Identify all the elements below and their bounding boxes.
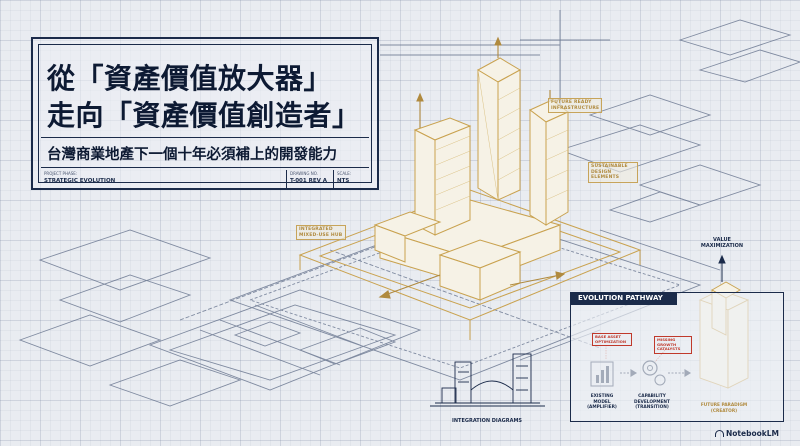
step-capability-development: CAPABILITY DEVELOPMENT (TRANSITION) [634,394,670,410]
meta-project-value: STRATEGIC EVOLUTION [44,178,116,184]
main-title-line-2: 走向「資產價值創造者」 [47,99,361,132]
integration-diagram [430,353,545,407]
meta-project-label: PROJECT PHASE: [44,171,78,176]
title-block-inner-frame [38,44,372,183]
evolution-pathway-panel: EVOLUTION PATHWAY [570,292,784,422]
value-maximization-label: VALUE MAXIMIZATION [700,237,744,249]
meta-scale-label: SCALE: [337,171,352,176]
title-block-meta: PROJECT PHASE: STRATEGIC EVOLUTION DRAWI… [41,170,369,192]
notebooklm-logo: NotebookLM [715,429,779,438]
building-cluster [373,57,569,301]
notebooklm-wordmark: NotebookLM [726,429,780,438]
meta-drawing-cell: DRAWING NO. T-001 REV A [286,170,332,188]
meta-drawing-label: DRAWING NO. [290,171,318,176]
title-divider [41,137,369,138]
annotation-sustainable: SUSTAINABLE DESIGN ELEMENTS [588,162,638,183]
meta-drawing-value: T-001 REV A [290,178,328,184]
main-title-line-1: 從「資產價值放大器」 [47,62,333,95]
notebooklm-icon [715,430,724,437]
value-arrow [718,254,726,282]
evolution-pathway-header: EVOLUTION PATHWAY [570,292,677,305]
direction-arrows [378,36,566,299]
meta-divider [41,167,369,168]
tower-floor-lines [435,69,569,211]
step-existing-model: EXISTING MODEL (AMPLIFIER) [587,394,617,410]
integration-diagrams-label: INTEGRATION DIAGRAMS [452,418,523,424]
annotation-integrated: INTEGRATED MIXED-USE HUB [296,225,346,240]
annotation-future-ready: FUTURE READY INFRASTRUCTURE [548,98,602,113]
title-block: 從「資產價值放大器」 走向「資產價值創造者」 台灣商業地產下一個十年必須補上的開… [31,37,379,190]
meta-project-cell: PROJECT PHASE: STRATEGIC EVOLUTION [41,170,181,188]
red-label-missing-catalysts: MISSING GROWTH CATALYSTS [654,336,692,354]
step-future-paradigm: FUTURE PARADIGM (CREATOR) [700,403,748,414]
meta-scale-cell: SCALE: NTS [333,170,368,188]
meta-scale-value: NTS [337,178,350,184]
subtitle: 台灣商業地產下一個十年必須補上的開發能力 [47,147,337,163]
red-label-base-asset: BASE ASSET OPTIMIZATION [592,333,632,346]
